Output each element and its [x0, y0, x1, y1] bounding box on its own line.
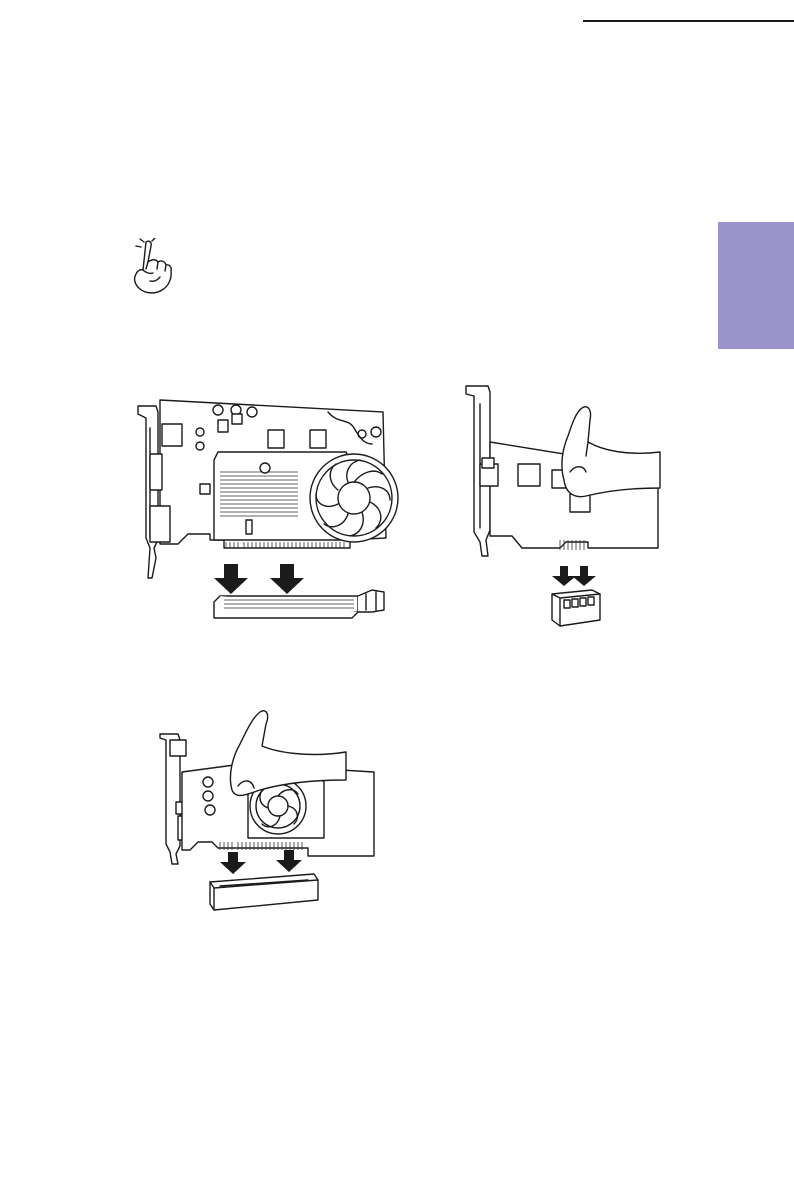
figure-pcie-x1-insertion: [436, 380, 668, 632]
figure-pcie-x16-insertion: [128, 388, 418, 650]
figure-low-profile-insertion: [148, 700, 380, 916]
chapter-tab: [718, 222, 794, 349]
header-rule: [583, 20, 794, 22]
pointing-hand-icon: [126, 238, 178, 296]
